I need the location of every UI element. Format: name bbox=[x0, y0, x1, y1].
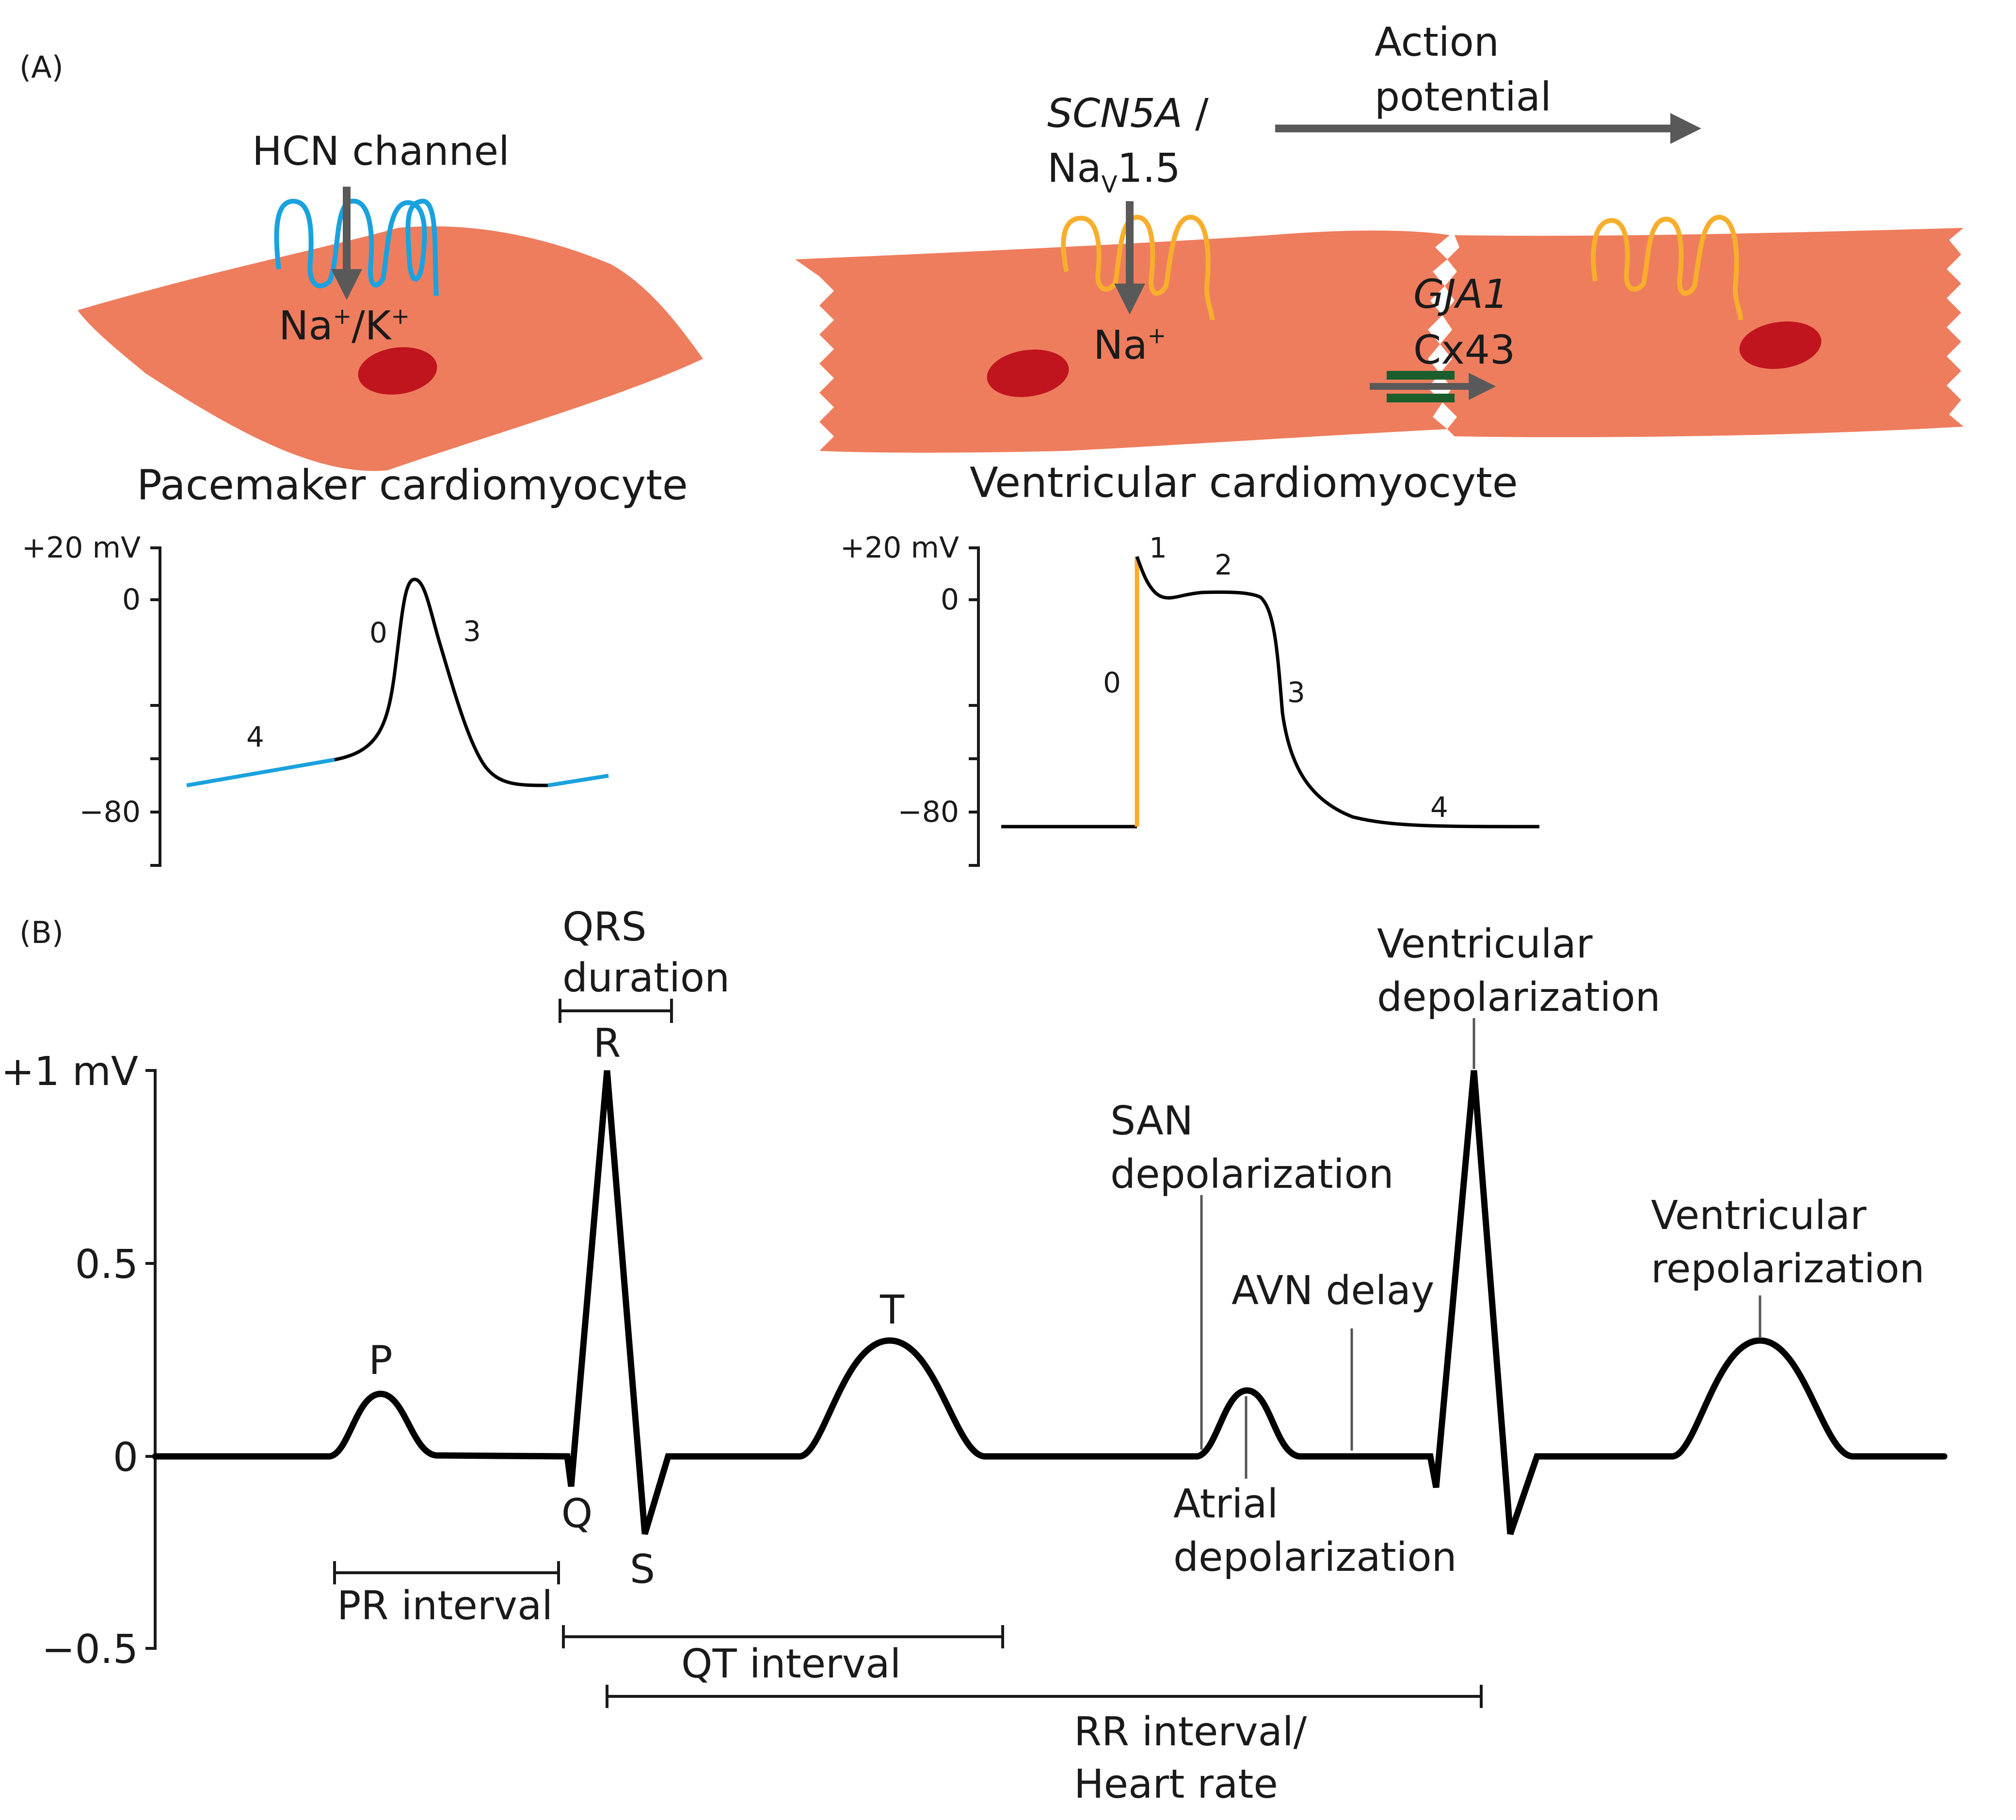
rr-label-line2: Heart rate bbox=[1074, 1761, 1278, 1807]
vdep-label-line1: Ventricular bbox=[1377, 921, 1593, 967]
ecg-tick-minus05: −0.5 bbox=[42, 1627, 138, 1673]
cx43-label: Cx43 bbox=[1413, 327, 1515, 373]
avn-label: AVN delay bbox=[1232, 1268, 1434, 1314]
pacemaker-title: Pacemaker cardiomyocyte bbox=[137, 461, 688, 510]
ecg-wave-q: Q bbox=[561, 1491, 593, 1537]
nav-channel-right-icon bbox=[1591, 214, 1743, 320]
qrs-label-line2: duration bbox=[562, 955, 730, 1001]
pacemaker-ion-label: Na+/K+ bbox=[279, 303, 410, 349]
hcn-channel-label: HCN channel bbox=[252, 128, 510, 175]
qrs-label-line1: QRS bbox=[562, 904, 647, 950]
pacemaker-phase4-start bbox=[186, 758, 335, 787]
pacemaker-tick-0: 0 bbox=[122, 583, 141, 617]
pacemaker-nucleus bbox=[358, 347, 437, 395]
ecg-wave-t: T bbox=[880, 1287, 905, 1333]
action-potential-label-line1: Action bbox=[1375, 19, 1499, 65]
ventricular-phase-3: 3 bbox=[1287, 676, 1305, 709]
vrep-label-line2: repolarization bbox=[1651, 1246, 1924, 1292]
gja1-label: GJA1 bbox=[1413, 271, 1508, 318]
san-label-line1: SAN bbox=[1110, 1098, 1193, 1144]
pacemaker-phase-4: 4 bbox=[246, 720, 264, 753]
pr-interval-label: PR interval bbox=[337, 1583, 553, 1629]
connexin-top-icon bbox=[1387, 371, 1455, 380]
ecg-axis bbox=[145, 1069, 157, 1650]
vrep-label-line1: Ventricular bbox=[1651, 1193, 1867, 1239]
panel-b-label: (B) bbox=[19, 915, 64, 950]
ventricular-phase-2: 2 bbox=[1215, 548, 1232, 581]
qt-interval-label: QT interval bbox=[681, 1641, 901, 1687]
pacemaker-ap-axis bbox=[150, 546, 161, 867]
action-potential-label-line2: potential bbox=[1375, 74, 1552, 120]
nav15-label: NaV1.5 bbox=[1047, 145, 1181, 198]
ecg-tick-1mv: +1 mV bbox=[1, 1049, 138, 1095]
ecg-wave-r: R bbox=[593, 1021, 621, 1067]
pacemaker-tick-20: +20 mV bbox=[22, 531, 141, 565]
panel-a-label: (A) bbox=[19, 49, 64, 85]
ventricular-ap-axis bbox=[969, 546, 980, 867]
ventricular-ion-label: Na+ bbox=[1093, 322, 1166, 368]
ecg-tick-0: 0 bbox=[113, 1435, 138, 1481]
pacemaker-phase-0: 0 bbox=[369, 616, 387, 649]
ventricular-phase-4: 4 bbox=[1430, 791, 1448, 824]
ventricular-cell-left bbox=[795, 230, 1450, 453]
qt-interval-bracket bbox=[562, 1625, 1004, 1648]
scn5a-label: SCN5A / bbox=[1047, 91, 1209, 137]
pr-interval-bracket bbox=[333, 1561, 560, 1584]
ventricular-phase-1: 1 bbox=[1149, 531, 1167, 564]
pacemaker-phase-3: 3 bbox=[463, 615, 481, 648]
ventricular-nucleus-right bbox=[1739, 321, 1822, 369]
pacemaker-tick-minus80: −80 bbox=[79, 795, 141, 829]
rr-interval-bracket bbox=[606, 1685, 1483, 1708]
pacemaker-phase4-end bbox=[547, 774, 609, 787]
connexin-bottom-icon bbox=[1387, 394, 1455, 402]
ventricular-tick-0: 0 bbox=[941, 583, 959, 617]
nav-channel-icon bbox=[1061, 214, 1215, 320]
ventricular-ap-plot: +20 mV 0 −80 1 2 0 3 4 bbox=[840, 531, 1540, 867]
vdep-label-line2: depolarization bbox=[1377, 974, 1661, 1021]
pacemaker-ap-plot: +20 mV 0 −80 0 3 4 bbox=[22, 531, 609, 867]
ecg-wave-p: P bbox=[368, 1338, 392, 1384]
ventricular-tick-20: +20 mV bbox=[840, 531, 959, 565]
ecg-wave-s: S bbox=[630, 1547, 655, 1593]
ventricular-nucleus-left bbox=[987, 350, 1069, 397]
rr-label-line1: RR interval/ bbox=[1074, 1709, 1307, 1755]
qrs-duration-bracket bbox=[559, 999, 673, 1023]
ventricular-ap-trace bbox=[1135, 556, 1540, 829]
pacemaker-ap-trace bbox=[334, 577, 548, 787]
ventricular-tick-minus80: −80 bbox=[897, 795, 959, 829]
san-label-line2: depolarization bbox=[1110, 1151, 1394, 1197]
atrial-label-line1: Atrial bbox=[1173, 1481, 1278, 1527]
ventricular-title: Ventricular cardiomyocyte bbox=[970, 459, 1518, 507]
ecg-tick-05: 0.5 bbox=[75, 1242, 138, 1288]
ventricular-phase-0: 0 bbox=[1103, 666, 1121, 699]
hcn-channel-icon bbox=[274, 198, 439, 296]
ventricular-cell-right bbox=[1440, 228, 1964, 437]
ecg-trace bbox=[152, 1070, 1948, 1535]
atrial-label-line2: depolarization bbox=[1173, 1534, 1457, 1581]
